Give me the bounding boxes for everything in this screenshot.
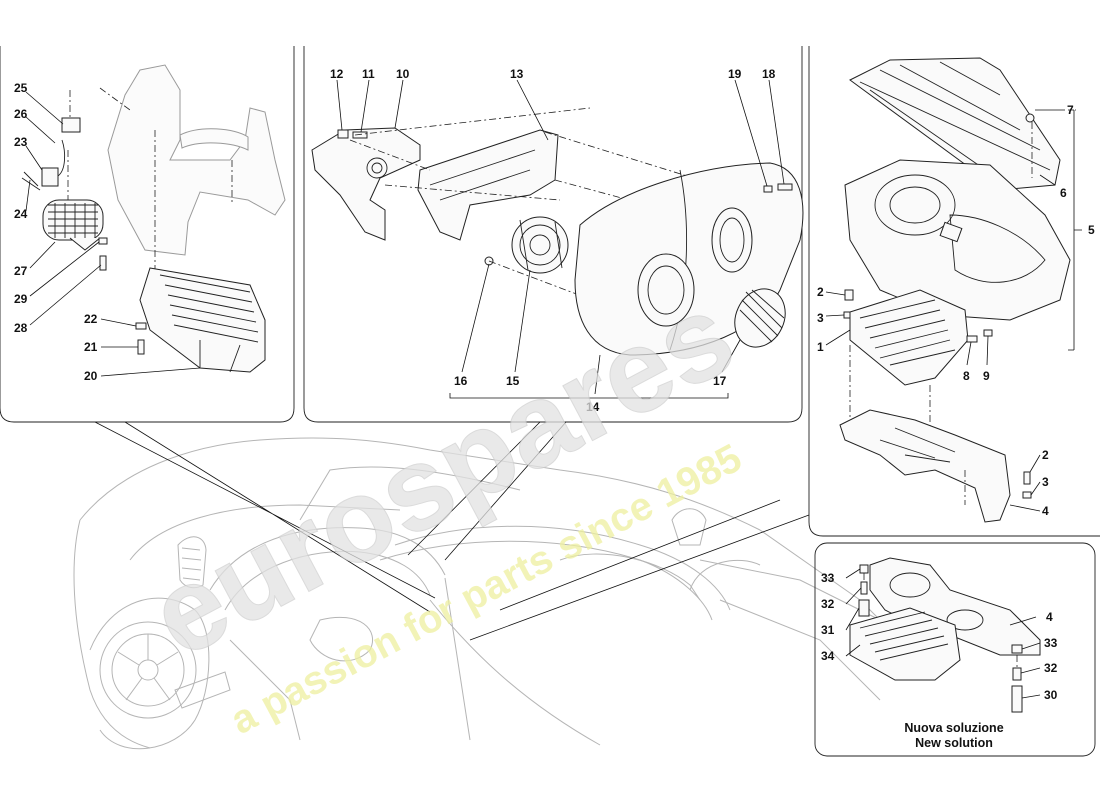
amplifier-group xyxy=(21,64,286,373)
label-20: 20 xyxy=(84,369,98,383)
support-bracket-part-4-new xyxy=(869,557,1041,656)
washer-part-9 xyxy=(983,329,993,337)
label-32-right: 32 xyxy=(1044,661,1058,675)
screw-part-33a xyxy=(859,564,869,574)
label-27: 27 xyxy=(14,264,28,278)
label-14: 14 xyxy=(586,400,600,414)
bracket-part-13 xyxy=(417,129,559,241)
label-7: 7 xyxy=(1067,103,1074,117)
screw-part-2b xyxy=(1023,471,1031,485)
standoff-part-31 xyxy=(858,599,870,617)
part-labels: 25 26 23 24 27 29 28 22 21 20 12 11 10 1… xyxy=(14,67,1095,750)
speaker-group xyxy=(311,107,804,399)
screw-part-11 xyxy=(352,131,368,139)
label-1: 1 xyxy=(817,340,824,354)
standoff-part-30 xyxy=(1011,685,1023,713)
label-33-left: 33 xyxy=(821,571,835,585)
connector-part-23 xyxy=(41,167,59,187)
label-21: 21 xyxy=(84,340,98,354)
label-9: 9 xyxy=(983,369,990,383)
label-8: 8 xyxy=(963,369,970,383)
label-34: 34 xyxy=(821,649,835,663)
panel-frames xyxy=(0,46,1100,757)
label-22: 22 xyxy=(84,312,98,326)
label-26: 26 xyxy=(14,107,28,121)
label-11: 11 xyxy=(362,67,375,81)
label-3-top: 3 xyxy=(817,311,824,325)
car-background-illustration xyxy=(73,437,901,750)
standoff-part-32b xyxy=(1012,667,1022,681)
washer-part-3b xyxy=(1022,491,1032,499)
screw-part-21 xyxy=(137,339,145,355)
screw-part-8 xyxy=(966,335,978,343)
label-19: 19 xyxy=(728,67,742,81)
label-25: 25 xyxy=(14,81,28,95)
label-13: 13 xyxy=(510,67,524,81)
label-3-bottom: 3 xyxy=(1042,475,1049,489)
trim-cover-ghost xyxy=(107,64,286,256)
nut-part-29 xyxy=(98,237,108,245)
washer-part-12 xyxy=(337,129,349,139)
label-29: 29 xyxy=(14,292,28,306)
label-15: 15 xyxy=(506,374,520,388)
label-23: 23 xyxy=(14,135,28,149)
label-32-left: 32 xyxy=(821,597,835,611)
label-10: 10 xyxy=(396,67,410,81)
washer-part-19 xyxy=(763,185,773,193)
label-5: 5 xyxy=(1088,223,1095,237)
screw-part-7 xyxy=(1025,113,1035,123)
screw-part-33b xyxy=(1011,644,1023,654)
bracket-part-26 xyxy=(61,117,81,133)
label-17: 17 xyxy=(713,374,727,388)
bracket-part-10 xyxy=(311,127,421,241)
label-2-top: 2 xyxy=(817,285,824,299)
bracket-line-14 xyxy=(449,393,729,399)
label-24: 24 xyxy=(14,207,28,221)
new-solution-inset-frame xyxy=(814,542,1096,757)
module-part-34 xyxy=(849,607,961,681)
label-6: 6 xyxy=(1060,186,1067,200)
screw-part-18 xyxy=(777,183,793,191)
label-12: 12 xyxy=(330,67,344,81)
tweeter-part-27 xyxy=(42,199,104,241)
label-2-bottom: 2 xyxy=(1042,448,1049,462)
inset-caption-english: New solution xyxy=(915,736,993,750)
subwoofer-group xyxy=(839,57,1071,523)
washer-part-22 xyxy=(135,322,147,330)
label-31: 31 xyxy=(821,623,835,637)
label-4-inset: 4 xyxy=(1046,610,1053,624)
label-28: 28 xyxy=(14,321,28,335)
label-33-right: 33 xyxy=(1044,636,1058,650)
support-bracket-part-4 xyxy=(839,409,1011,523)
screw-part-2a xyxy=(844,289,854,301)
standoff-part-32a xyxy=(860,581,868,595)
module-part-1 xyxy=(849,289,969,386)
label-18: 18 xyxy=(762,67,776,81)
label-4-bottom: 4 xyxy=(1042,504,1049,518)
inset-caption-italian: Nuova soluzione xyxy=(904,721,1003,735)
label-16: 16 xyxy=(454,374,468,388)
leader-lines xyxy=(25,79,1082,699)
screw-part-28 xyxy=(99,255,107,271)
label-30: 30 xyxy=(1044,688,1058,702)
new-solution-group xyxy=(849,557,1041,713)
amplifier-unit-20 xyxy=(139,267,266,373)
